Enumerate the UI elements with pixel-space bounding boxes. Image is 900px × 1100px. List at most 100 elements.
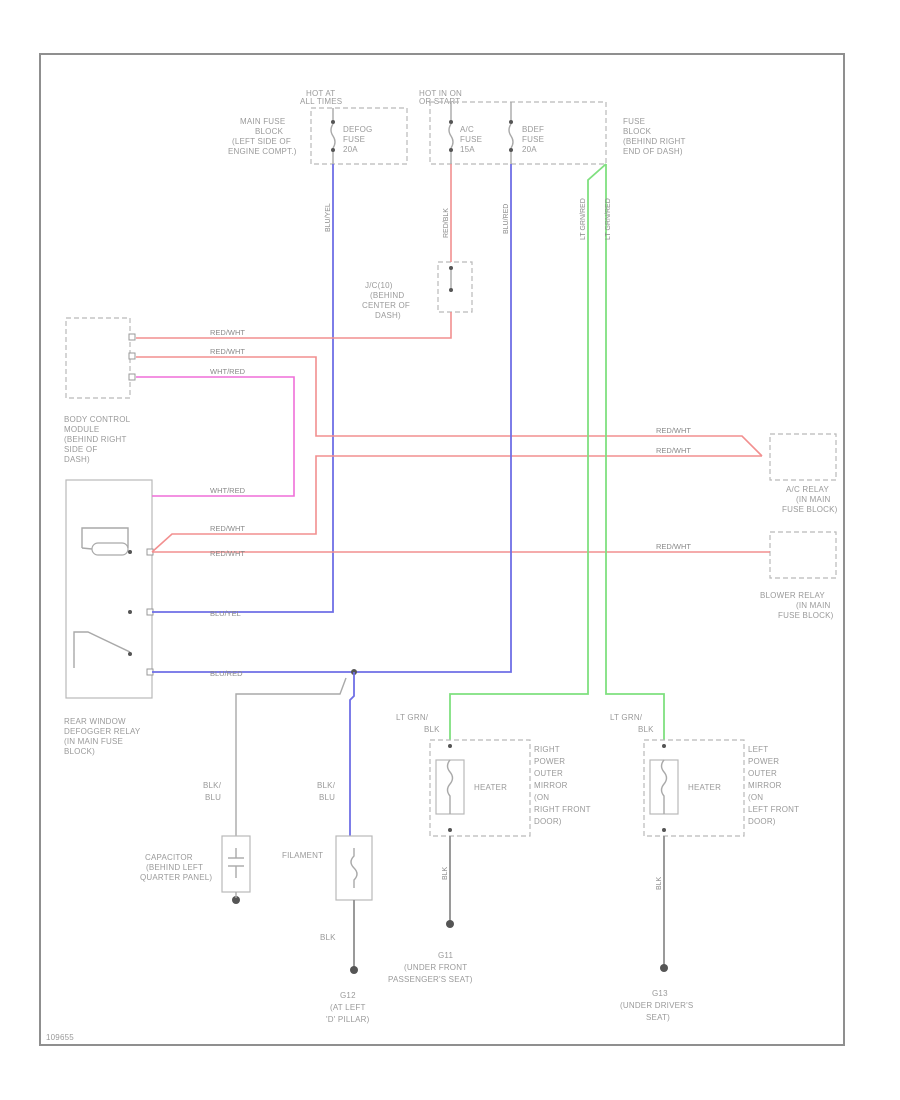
wire-label-red-wht-1: RED/WHT — [210, 328, 245, 337]
wire-blk-blu-to-capacitor — [235, 677, 347, 836]
hot-at-all-times-label-2: ALL TIMES — [300, 97, 342, 106]
g12-label-1: G12 — [340, 991, 356, 1000]
wire-label-blu-red-horizontal: BLU/RED — [210, 669, 243, 678]
capacitor-label-3: QUARTER PANEL) — [140, 873, 212, 882]
right-mirror-label-2: POWER — [534, 757, 565, 766]
bdef-fuse-label-1: BDEF — [522, 125, 544, 134]
wire-label-red-wht-2: RED/WHT — [210, 347, 245, 356]
filament-blk-label: BLK — [320, 933, 336, 942]
defog-relay-label-1: REAR WINDOW — [64, 717, 126, 726]
bdef-fuse — [508, 102, 514, 164]
blk-blu-label-2b: BLU — [319, 793, 335, 802]
lt-grn-blk-label-1b: BLK — [424, 725, 440, 734]
jc-label-2: (BEHIND — [370, 291, 404, 300]
bcm-label-3: (BEHIND RIGHT — [64, 435, 127, 444]
blk-blu-label-2a: BLK/ — [317, 781, 336, 790]
figure-code: 109655 — [46, 1033, 74, 1042]
wire-label-lt-grn-red-1: LT GRN/RED — [580, 198, 587, 240]
junction-connector-box — [437, 261, 473, 313]
hot-in-on-label-1: HOT IN ON — [419, 89, 462, 98]
blower-relay-label-2: (IN MAIN — [796, 601, 831, 610]
capacitor-label-2: (BEHIND LEFT — [146, 863, 203, 872]
fuse-block-label-1: FUSE — [623, 117, 645, 126]
defog-relay-label-2: DEFOGGER RELAY — [64, 727, 141, 736]
g11-label-2: (UNDER FRONT — [404, 963, 467, 972]
capacitor-label-1: CAPACITOR — [145, 853, 193, 862]
jc-label-1: J/C(10) — [365, 281, 393, 290]
left-ground-blk-label: BLK — [656, 876, 663, 890]
ac-fuse — [448, 102, 454, 164]
left-mirror-label-2: POWER — [748, 757, 779, 766]
g12-label-3: 'D' PILLAR) — [326, 1015, 370, 1024]
g11-label-1: G11 — [438, 951, 453, 960]
g11-label-3: PASSENGER'S SEAT) — [388, 975, 473, 984]
wire-label-red-wht-7: RED/WHT — [656, 542, 691, 551]
main-fuse-block-label-1: MAIN FUSE — [240, 117, 285, 126]
wire-red-wht-4 — [151, 455, 762, 553]
defog-relay-label-3: (IN MAIN FUSE — [64, 737, 123, 746]
g13-label-2: (UNDER DRIVER'S — [620, 1001, 693, 1010]
right-mirror-label-5: (ON — [534, 793, 549, 802]
right-mirror-label-4: MIRROR — [534, 781, 568, 790]
wire-label-wht-red-2: WHT/RED — [210, 486, 246, 495]
left-mirror-label-5: (ON — [748, 793, 763, 802]
defog-fuse-label-1: DEFOG — [343, 125, 372, 134]
ac-relay-label-1: A/C RELAY — [786, 485, 829, 494]
main-fuse-block-label-4: ENGINE COMPT.) — [228, 147, 297, 156]
ac-relay-label-2: (IN MAIN — [796, 495, 831, 504]
main-fuse-block-label-2: BLOCK — [255, 127, 284, 136]
wire-label-red-blk: RED/BLK — [443, 208, 450, 238]
ground-g13 — [660, 964, 668, 972]
blower-relay-box — [769, 531, 837, 579]
defog-fuse-label-2: FUSE — [343, 135, 365, 144]
g13-label-3: SEAT) — [646, 1013, 670, 1022]
lt-grn-blk-label-2b: BLK — [638, 725, 654, 734]
relay-coil — [91, 542, 129, 556]
ac-relay-box — [769, 433, 837, 481]
blk-blu-label-1b: BLU — [205, 793, 221, 802]
defog-fuse — [330, 108, 336, 164]
lt-grn-blk-label-1a: LT GRN/ — [396, 713, 429, 722]
right-mirror-label-3: OUTER — [534, 769, 563, 778]
wire-wht-red — [136, 376, 295, 497]
ac-fuse-label-2: FUSE — [460, 135, 482, 144]
wire-label-wht-red-1: WHT/RED — [210, 367, 246, 376]
rear-defog-relay-box — [65, 479, 153, 699]
jc-label-3: CENTER OF — [362, 301, 410, 310]
right-mirror-box — [429, 739, 531, 837]
filament-label: FILAMENT — [282, 851, 323, 860]
bdef-fuse-label-2: FUSE — [522, 135, 544, 144]
right-mirror-label-7: DOOR) — [534, 817, 562, 826]
left-heater-label: HEATER — [688, 783, 721, 792]
left-mirror-label-4: MIRROR — [748, 781, 782, 790]
wire-red-wht-2 — [136, 356, 763, 457]
blower-relay-label-3: FUSE BLOCK) — [778, 611, 834, 620]
capacitor-ground — [232, 896, 240, 904]
blk-blu-label-1a: BLK/ — [203, 781, 222, 790]
left-mirror-box — [643, 739, 745, 837]
wire-label-red-wht-4: RED/WHT — [210, 524, 245, 533]
g13-label-1: G13 — [652, 989, 668, 998]
wire-label-blu-red-vertical: BLU/RED — [503, 204, 510, 234]
relay-coil-frame — [81, 527, 129, 548]
ac-fuse-label-3: 15A — [460, 145, 475, 154]
lt-grn-blk-label-2a: LT GRN/ — [610, 713, 643, 722]
main-fuse-block-label-3: (LEFT SIDE OF — [232, 137, 291, 146]
dash-fuse-block-box — [429, 101, 607, 165]
right-heater-label: HEATER — [474, 783, 507, 792]
fuse-block-label-3: (BEHIND RIGHT — [623, 137, 686, 146]
wire-red-wht-1 — [136, 312, 452, 339]
defog-fuse-label-3: 20A — [343, 145, 358, 154]
left-mirror-label-1: LEFT — [748, 745, 768, 754]
wire-label-lt-grn-red-2: LT GRN/RED — [605, 198, 612, 240]
wire-label-red-wht-3: RED/WHT — [656, 426, 691, 435]
wire-blu-red — [152, 164, 512, 673]
wire-lt-grn-2 — [605, 164, 665, 740]
right-mirror-label-1: RIGHT — [534, 745, 560, 754]
hot-at-all-times-label-1: HOT AT — [306, 89, 335, 98]
wire-lt-grn-1 — [449, 163, 607, 740]
capacitor-box — [221, 835, 251, 893]
jc-label-4: DASH) — [375, 311, 401, 320]
bcm-label-2: MODULE — [64, 425, 99, 434]
